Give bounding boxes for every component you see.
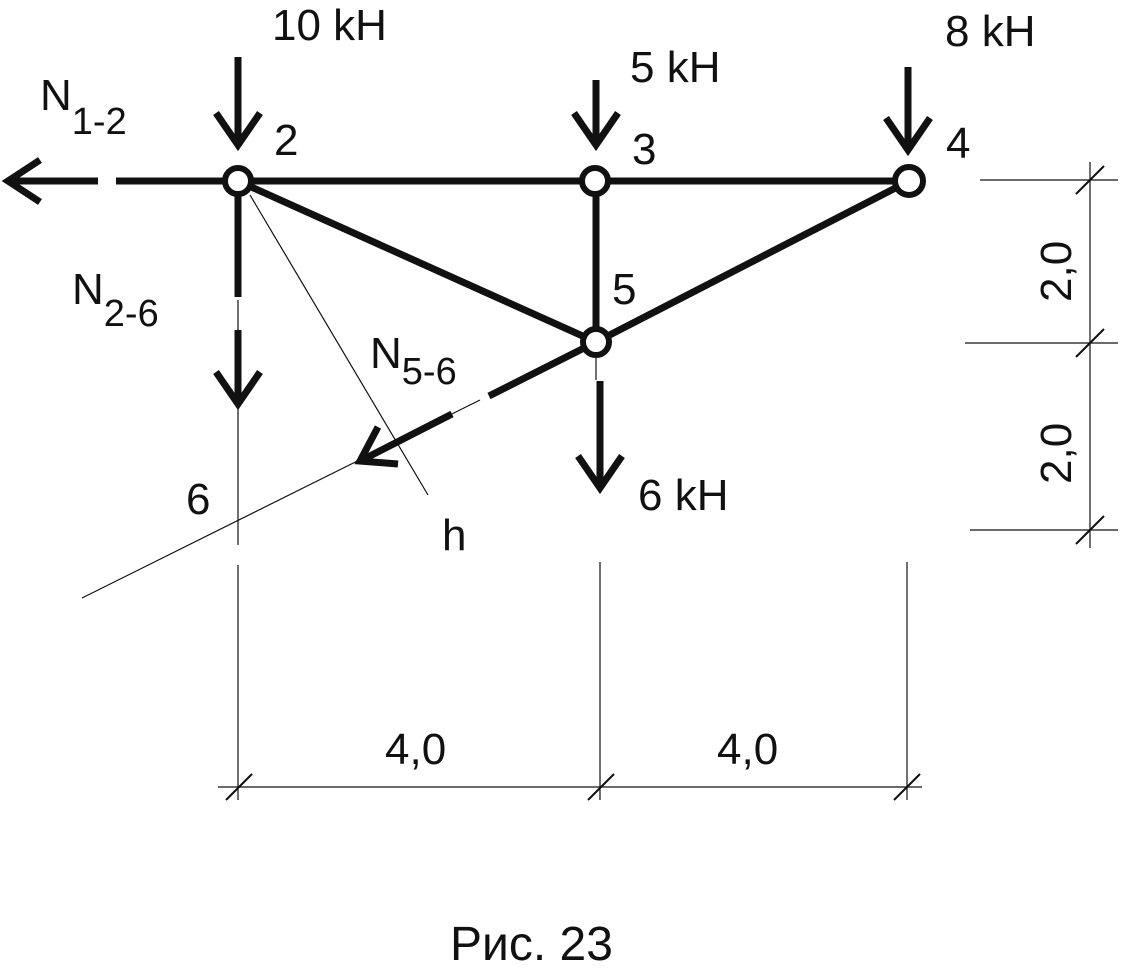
n26-arrow-head [213,370,263,411]
h-label: h [442,511,466,560]
node-4 [892,164,926,198]
force-label-n12: N1-2 [40,71,127,143]
force-label-n12-main: N [40,71,72,120]
load-label-6: 6 kH [638,471,728,520]
force-label-n56-sub: 5-6 [402,351,457,393]
force-label-n12-sub: 1-2 [72,101,127,143]
member-2-5 [236,177,598,346]
member-5-6-stub [487,338,598,400]
dimension-ticks [225,165,1105,801]
node-label-2: 2 [274,116,298,165]
dim-label-vertical-bottom: 2,0 [1032,423,1081,484]
truss-nodes [222,164,926,358]
node-label-4: 4 [946,119,970,168]
node-label-6: 6 [186,475,210,524]
force-label-n56-main: N [370,329,402,378]
node-5 [580,326,612,358]
n56-arrow-shaft [360,410,454,464]
dim-label-right: 4,0 [717,725,778,774]
figure-caption: Рис. 23 [450,918,613,968]
force-arrows [1,57,933,495]
force-label-n56: N5-6 [370,329,457,393]
force-label-n26: N2-6 [72,265,159,335]
node-3 [579,165,611,197]
member-5-4 [594,177,911,346]
dim-label-vertical-top: 2,0 [1032,241,1081,302]
load-8-arrow-head [883,116,933,157]
force-label-n26-main: N [72,265,104,314]
truss-members [116,177,911,400]
load-10-arrow-head [213,111,263,152]
n12-arrow-head [1,157,42,205]
load-5-arrow-head [571,111,621,152]
node-label-5: 5 [612,265,636,314]
load-label-8: 8 kH [945,7,1035,56]
load-label-10: 10 kH [272,1,387,50]
node-2 [222,165,254,197]
dim-label-left: 4,0 [385,725,446,774]
load-label-5: 5 kH [630,43,720,92]
labels: 10 kH 5 kH 8 kH 6 kH 2 3 4 5 6 N1-2 N2-6… [40,1,1081,968]
force-label-n26-sub: 2-6 [104,293,159,335]
n56-arrow-head [354,425,399,468]
node-label-3: 3 [632,125,656,174]
load-6-arrow-head [575,454,625,495]
